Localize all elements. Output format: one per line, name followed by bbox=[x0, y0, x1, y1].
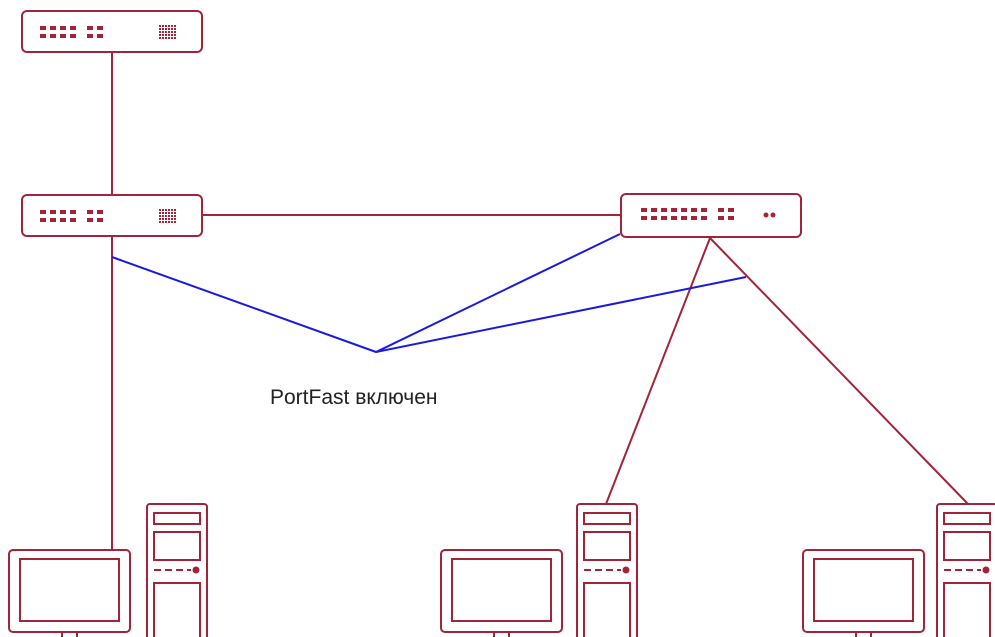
pc-tower-icon bbox=[146, 503, 208, 637]
network-switch-icon bbox=[21, 194, 203, 237]
monitor-icon bbox=[8, 549, 131, 637]
monitor-icon bbox=[802, 549, 925, 637]
pc-tower-icon bbox=[576, 503, 638, 637]
network-switch-icon bbox=[21, 10, 203, 53]
network-switch-icon bbox=[620, 193, 802, 238]
link-right-switch-to-right-pc bbox=[709, 237, 969, 505]
portfast-callout-lines bbox=[111, 233, 621, 354]
pc-tower-icon bbox=[936, 503, 995, 637]
portfast-label: PortFast включен bbox=[270, 386, 438, 409]
portfast-callout-line-right bbox=[375, 276, 747, 353]
monitor-icon bbox=[440, 549, 563, 637]
link-right-switch-to-middle-pc bbox=[605, 237, 711, 505]
